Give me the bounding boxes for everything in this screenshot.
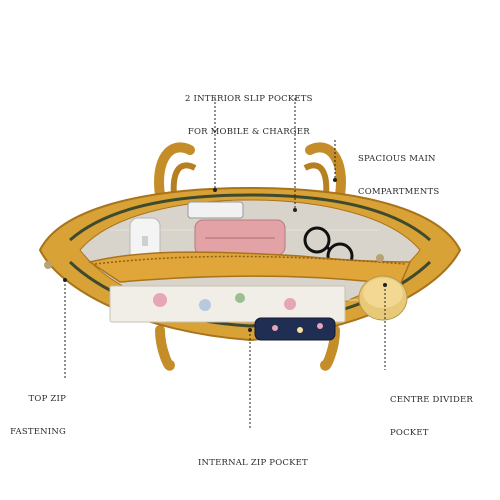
callout-internal-zip-line1: INTERNAL ZIP POCKET: [198, 458, 308, 468]
callout-internal-zip: INTERNAL ZIP POCKET: [198, 436, 308, 480]
callout-lines: [64, 98, 386, 430]
callout-main-compartments-line1: SPACIOUS MAIN: [358, 154, 436, 164]
floral-notebook: [109, 285, 346, 323]
callout-main-compartments-line2: COMPARTMENTS: [358, 187, 440, 197]
floral-wallet: [254, 317, 336, 341]
callout-divider-pocket-line2: POCKET: [390, 428, 429, 438]
callout-divider-pocket: CENTRE DIVIDER POCKET: [390, 373, 473, 450]
callout-main-compartments: SPACIOUS MAIN COMPARTMENTS: [358, 132, 439, 209]
callout-slip-pockets-line1: 2 INTERIOR SLIP POCKETS: [185, 94, 313, 104]
callout-top-zip-line2: FASTENING: [10, 427, 66, 437]
phone-in-slip-pocket: [187, 201, 244, 219]
callout-divider-pocket-line1: CENTRE DIVIDER: [390, 395, 474, 405]
callout-slip-pockets-line2: FOR MOBILE & CHARGER: [187, 127, 310, 137]
callout-top-zip: TOP ZIP FASTENING: [10, 372, 66, 449]
callout-top-zip-line1: TOP ZIP: [28, 394, 66, 404]
callout-slip-pockets: 2 INTERIOR SLIP POCKETS FOR MOBILE & CHA…: [185, 72, 313, 149]
